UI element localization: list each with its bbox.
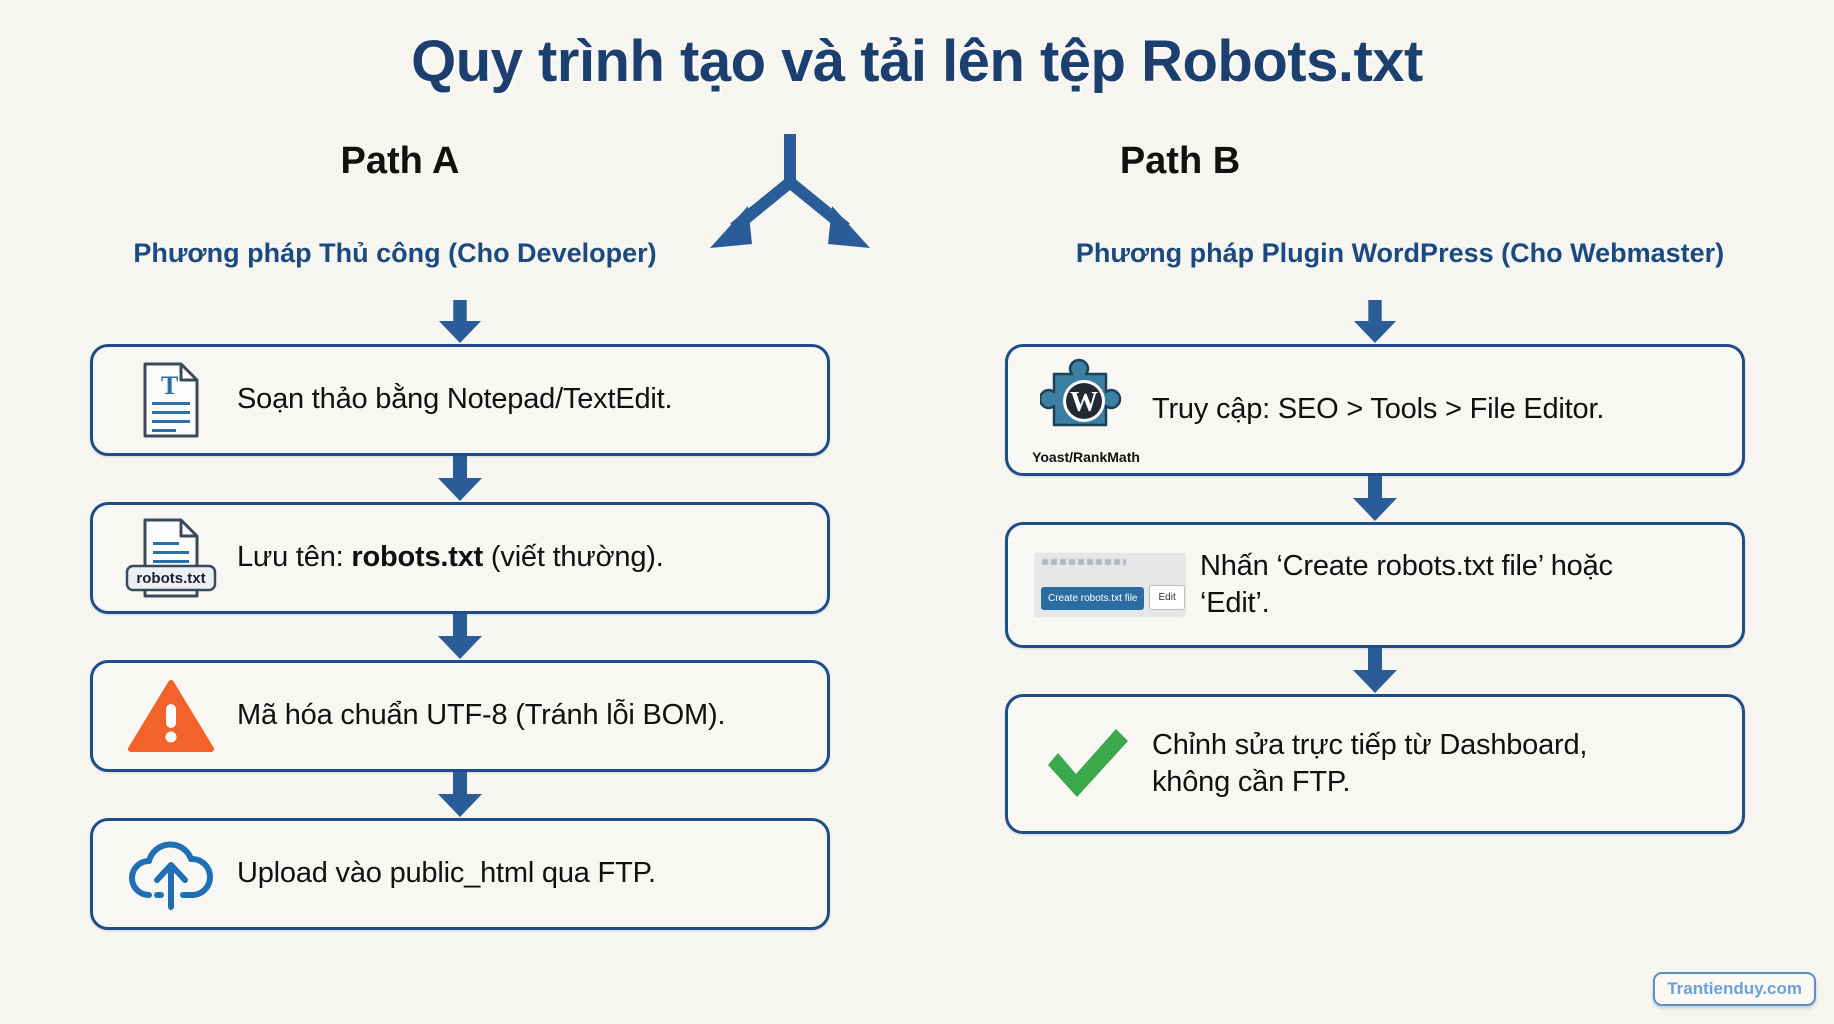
cloud-upload-icon	[115, 837, 227, 911]
step-card-b3-text: Chỉnh sửa trực tiếp từ Dashboard, không …	[1142, 727, 1720, 801]
plugin-screenshot-panel: Create robots.txt file Edit	[1035, 554, 1185, 616]
wordpress-plugin-puzzle-icon: W Yoast/RankMath	[1030, 355, 1142, 465]
arrow-down-icon	[438, 614, 482, 659]
step-card-a1: T Soạn thảo bằng Notepad/TextEdit.	[90, 344, 830, 456]
step-a2-text-bold: robots.txt	[351, 541, 484, 574]
step-a2-text-post: (viết thường).	[483, 541, 664, 574]
path-b-column: W Yoast/RankMath Truy cập: SEO > Tools >…	[1005, 300, 1745, 834]
path-a-method-label: Phương pháp Thủ công (Cho Developer)	[133, 238, 657, 268]
step-card-b2: Create robots.txt file Edit Nhấn ‘Create…	[1005, 522, 1745, 648]
step-card-b2-text: Nhấn ‘Create robots.txt file’ hoặc ‘Edit…	[1190, 548, 1720, 622]
step-card-a4-text: Upload vào public_html qua FTP.	[237, 857, 656, 890]
step-card-a2: robots.txt Lưu tên: robots.txt (viết thư…	[90, 502, 830, 614]
step-card-a4: Upload vào public_html qua FTP.	[90, 818, 830, 930]
green-checkmark-icon	[1030, 721, 1142, 807]
arrow-down-icon	[438, 456, 482, 501]
step-card-b1: W Yoast/RankMath Truy cập: SEO > Tools >…	[1005, 344, 1745, 476]
arrow-down-icon	[1353, 476, 1397, 521]
step-card-a2-text: Lưu tên: robots.txt (viết thường).	[227, 539, 805, 576]
arrow-down-icon	[1353, 300, 1397, 344]
path-a-label: Path A	[340, 140, 460, 182]
path-b-method-label: Phương pháp Plugin WordPress (Cho Webmas…	[1075, 238, 1725, 268]
split-arrow-icon	[710, 134, 870, 248]
path-b-label: Path B	[1119, 140, 1241, 182]
svg-text:W: W	[1070, 387, 1098, 418]
step-card-b3: Chỉnh sửa trực tiếp từ Dashboard, không …	[1005, 694, 1745, 834]
step-b3-line1: Chỉnh sửa trực tiếp từ Dashboard,	[1152, 728, 1588, 761]
warning-triangle-icon	[115, 678, 227, 754]
step-b2-line1: Nhấn ‘Create robots.txt file’ hoặc	[1200, 549, 1613, 582]
plugin-screenshot-icon: Create robots.txt file Edit	[1030, 554, 1190, 616]
text-document-icon: T	[115, 360, 227, 440]
step-card-b1-text: Truy cập: SEO > Tools > File Editor.	[1152, 393, 1605, 426]
path-a-column: T Soạn thảo bằng Notepad/TextEdit.	[90, 300, 830, 930]
page-title: Quy trình tạo và tải lên tệp Robots.txt	[411, 29, 1423, 94]
step-b3-line2: không cần FTP.	[1152, 766, 1351, 798]
arrow-down-icon	[438, 772, 482, 817]
arrow-down-icon	[438, 300, 482, 344]
step-card-a3: Mã hóa chuẩn UTF-8 (Tránh lỗi BOM).	[90, 660, 830, 772]
arrow-down-icon	[1353, 648, 1397, 693]
edit-button[interactable]: Edit	[1149, 585, 1185, 610]
svg-text:T: T	[161, 371, 178, 400]
robots-txt-file-icon: robots.txt	[115, 516, 227, 600]
create-robots-txt-button[interactable]: Create robots.txt file	[1041, 587, 1145, 610]
step-card-a1-text: Soạn thảo bằng Notepad/TextEdit.	[237, 383, 673, 416]
watermark-badge[interactable]: Trantienduy.com	[1653, 972, 1816, 1006]
step-b2-line2: ‘Edit’.	[1200, 587, 1270, 619]
screenshot-blurred-title	[1042, 559, 1126, 565]
robots-txt-icon-label: robots.txt	[136, 570, 205, 587]
step-a2-text-pre: Lưu tên:	[237, 541, 352, 574]
plugin-icon-caption: Yoast/RankMath	[1032, 449, 1140, 465]
step-card-a3-text: Mã hóa chuẩn UTF-8 (Tránh lỗi BOM).	[237, 699, 726, 732]
